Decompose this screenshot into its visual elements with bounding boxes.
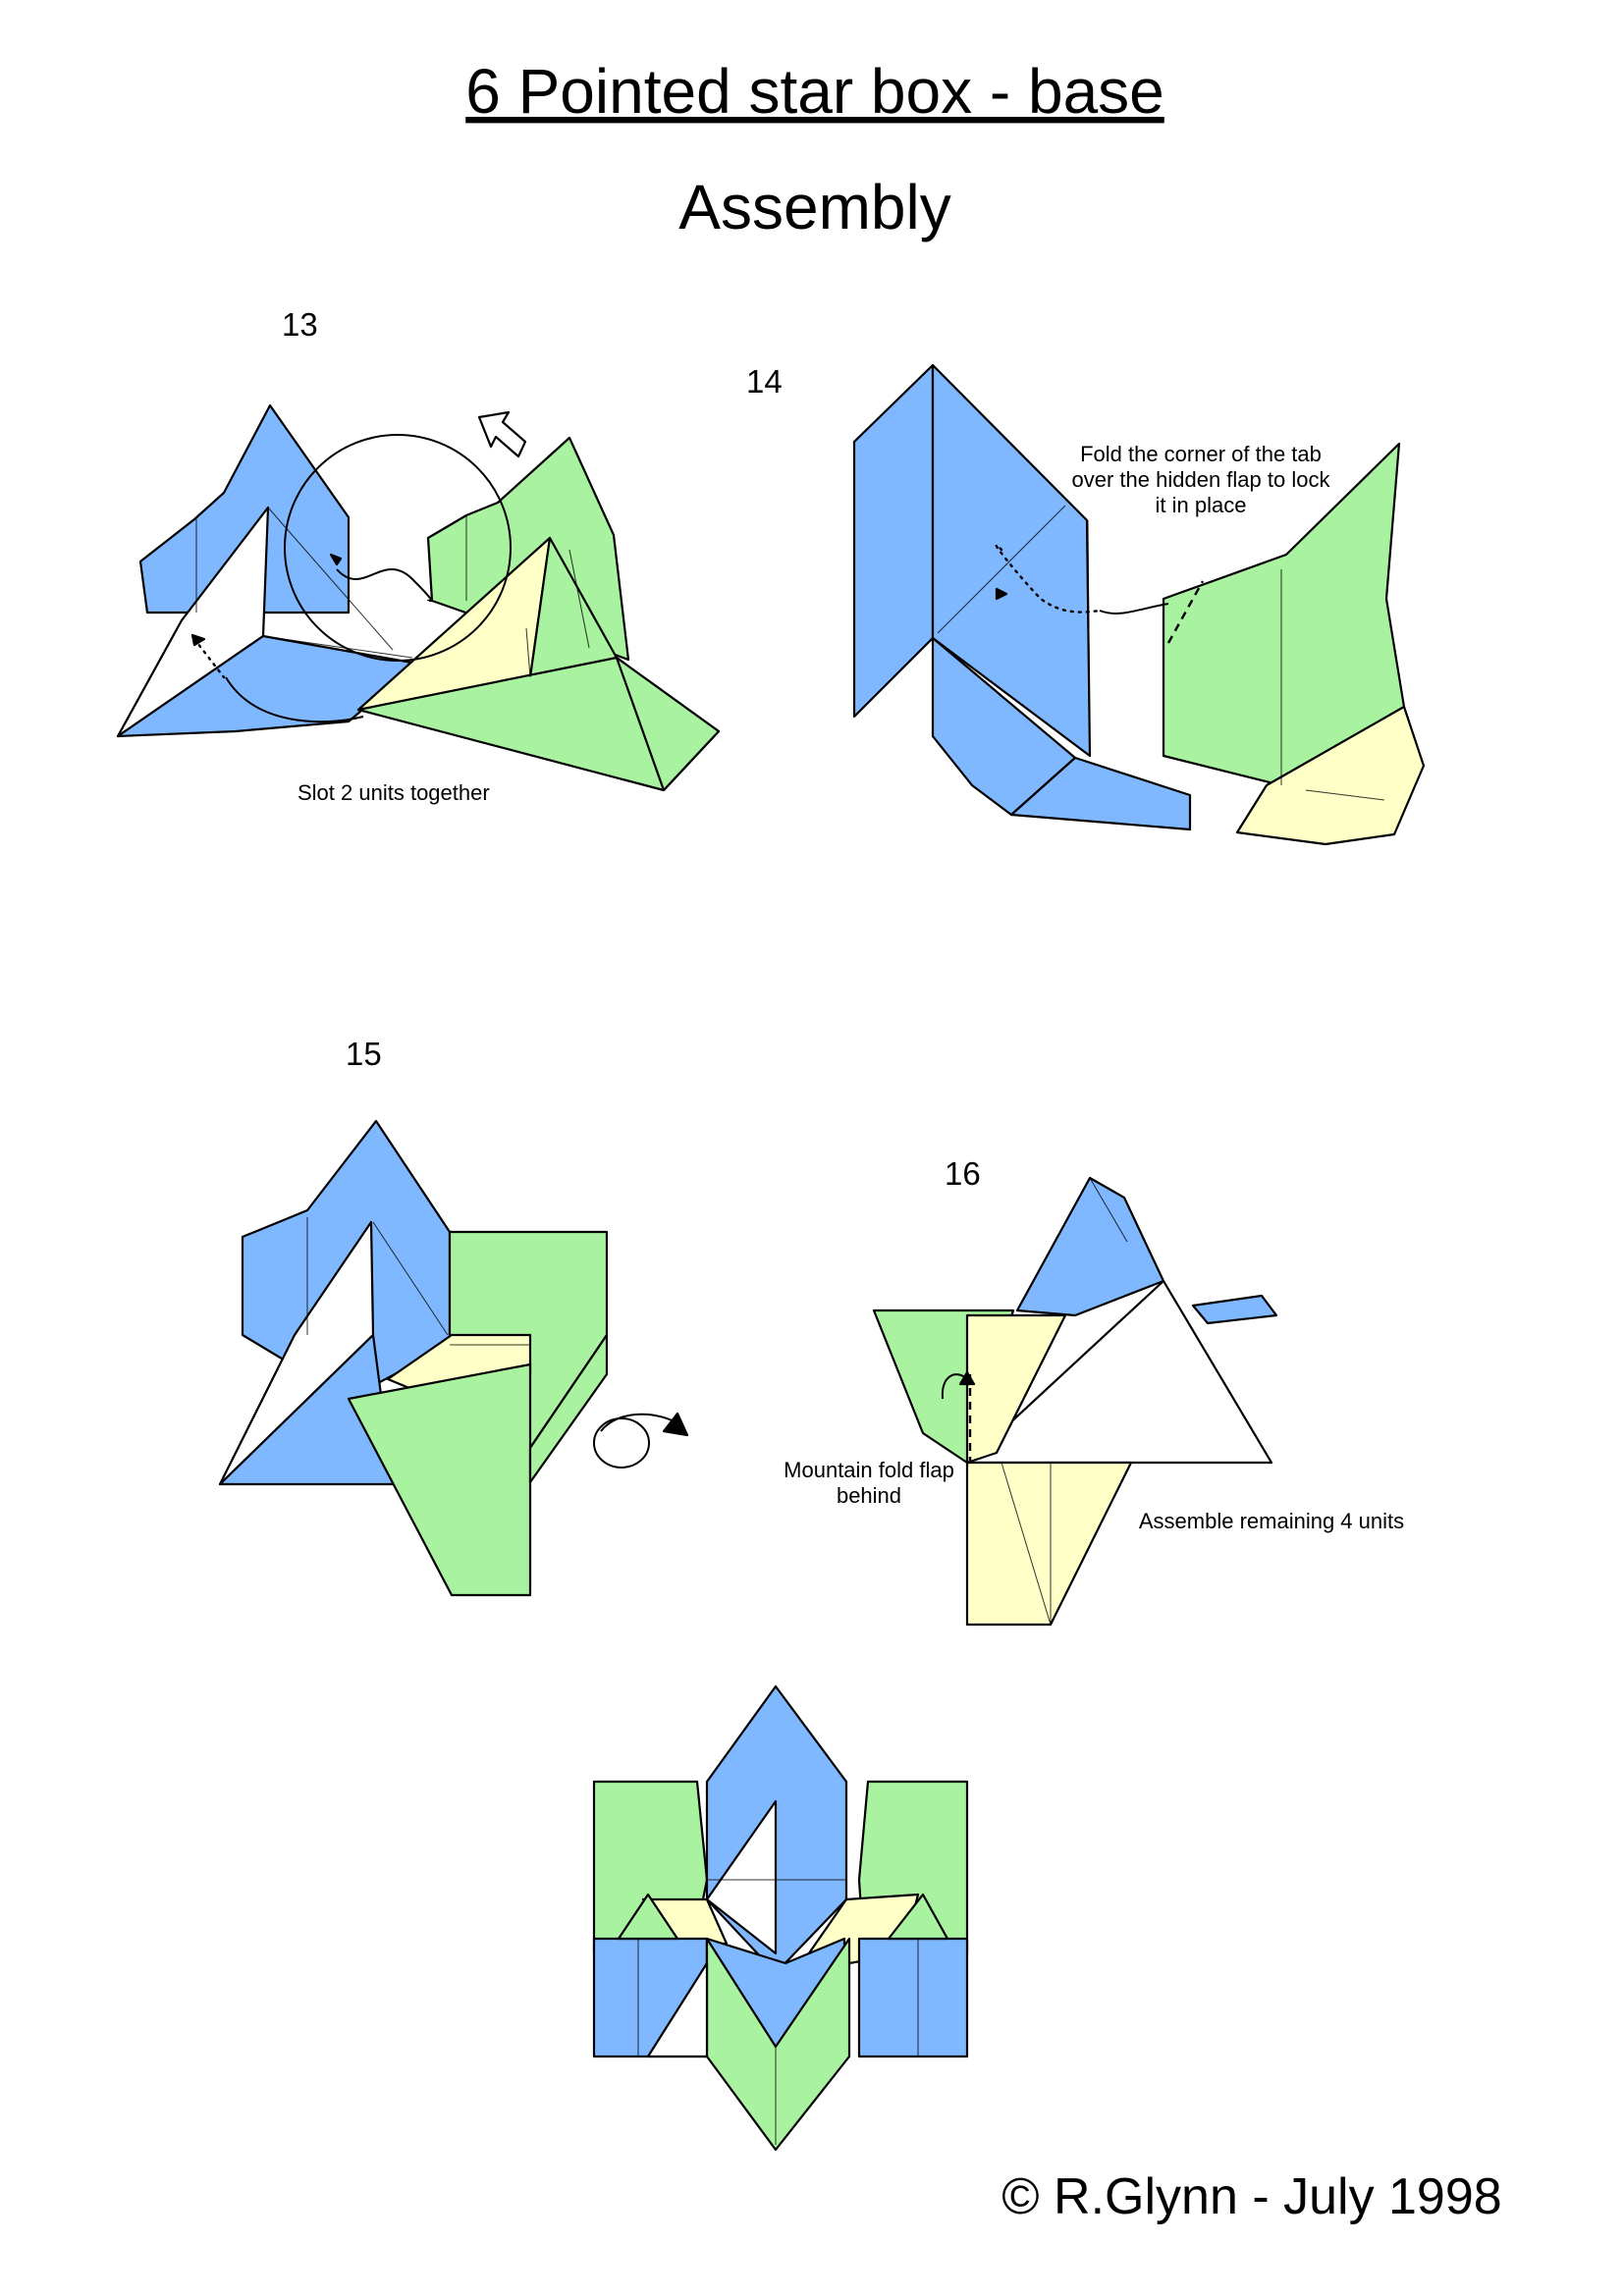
- fold-tab-arrow-head-icon: [995, 587, 1008, 601]
- step-14-number: 14: [746, 363, 783, 400]
- step-16-note-line3: Assemble remaining 4 units: [1139, 1509, 1404, 1533]
- step-16-cream-unit: [965, 1461, 1133, 1627]
- step-16-note-line2: behind: [837, 1483, 901, 1508]
- slot-arrow-head-icon: [190, 633, 206, 647]
- step-13-blue-unit: [116, 403, 419, 738]
- fold-tab-dotted-path: [995, 544, 1102, 614]
- step-13-note: Slot 2 units together: [298, 780, 490, 805]
- page-subtitle: Assembly: [678, 172, 950, 242]
- step-13-number: 13: [282, 306, 318, 343]
- step-14-note-line3: it in place: [1156, 493, 1247, 517]
- slot-path: [225, 676, 364, 723]
- copyright: © R.Glynn - July 1998: [1001, 2168, 1501, 2225]
- step-16-number: 16: [945, 1155, 981, 1192]
- step-16: 16 Mountain fold flap behind Assemble re…: [784, 1155, 1404, 1627]
- step-13: 13 Slot 2 units together: [116, 306, 721, 805]
- step-14-note-line1: Fold the corner of the tab: [1080, 442, 1322, 466]
- insert-arrow-head-icon: [329, 553, 343, 566]
- slot-dotted-arrow: [192, 637, 226, 679]
- step-16-green-unit: [872, 1308, 1067, 1465]
- step-15-green-unit: [347, 1230, 609, 1597]
- step-14-green-unit: [1162, 442, 1426, 846]
- step-16-blue-unit: [965, 1176, 1278, 1465]
- page-title: 6 Pointed star box - base: [465, 56, 1164, 127]
- detail-circle-icon: [284, 434, 512, 662]
- insert-arrow-path: [336, 568, 433, 603]
- step-15-blue-unit: [218, 1119, 452, 1486]
- step-15-number: 15: [346, 1036, 382, 1072]
- step-14-note-line2: over the hidden flap to lock: [1072, 467, 1331, 492]
- turn-over-icon: [593, 1412, 689, 1468]
- step-15: 15: [218, 1036, 689, 1597]
- final-star-box: [592, 1684, 969, 2152]
- fold-tab-path: [1099, 603, 1169, 614]
- step-13-green-unit: [356, 436, 721, 792]
- step-16-note-line1: Mountain fold flap: [784, 1458, 954, 1482]
- step-14: 14 Fold the corner of the tab over the h…: [746, 363, 1426, 846]
- push-arrow-icon: [477, 410, 527, 458]
- step-14-blue-unit: [852, 363, 1192, 831]
